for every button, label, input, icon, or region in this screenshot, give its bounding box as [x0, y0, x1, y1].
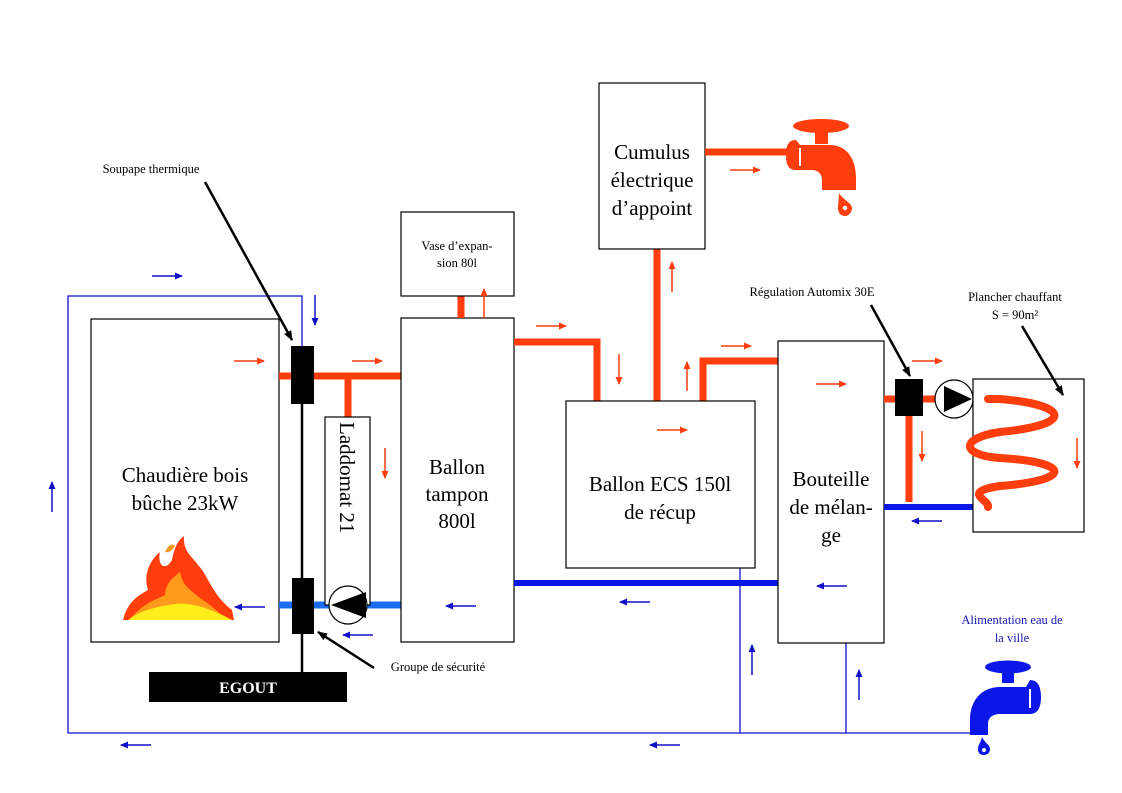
- buffer-tank-label-line3: 800l: [438, 509, 476, 533]
- electric-heater-label-line1: Cumulus: [614, 140, 690, 164]
- laddomat: Laddomat 21: [324, 416, 371, 625]
- expansion-vessel-label-line1: Vase d’expan-: [421, 239, 492, 253]
- mixing-bottle-label-line1: Bouteille: [793, 467, 870, 491]
- drain-box: [149, 672, 347, 702]
- thermal-valve-label: Soupape thermique: [103, 162, 200, 176]
- electric-heater-label-line2: électrique: [611, 168, 694, 192]
- drain: EGOUT: [149, 672, 347, 702]
- mixing-bottle-label-line3: ge: [821, 523, 841, 547]
- buffer-to-dhw-pipe: [514, 338, 601, 401]
- cold-water-tap-icon: [970, 660, 1041, 755]
- thermal-valve-pointer: [203, 181, 294, 341]
- dhw-to-mixing-pipe: [699, 357, 778, 401]
- city-water-label-line1: Alimentation eau de: [961, 613, 1063, 627]
- electric-heater: Cumulus électrique d’appoint: [598, 82, 706, 250]
- floor-heating-coil: [966, 395, 1059, 511]
- buffer-tank-label-line1: Ballon: [429, 455, 485, 479]
- dhw-tank-box: [565, 400, 756, 569]
- laddomat-label: Laddomat 21: [335, 422, 359, 533]
- safety-group-label: Groupe de sécurité: [391, 660, 486, 674]
- dhw-tank-label-line2: de récup: [624, 500, 696, 524]
- annotation-pointers: [203, 181, 1065, 670]
- expansion-vessel-label-line2: sion 80l: [437, 256, 477, 270]
- boiler: Chaudière bois bûche 23kW: [90, 318, 280, 643]
- dhw-tank-label-line1: Ballon ECS 150l: [589, 472, 732, 496]
- regulation-label: Régulation Automix 30E: [750, 285, 875, 299]
- thermal-valve: [291, 346, 314, 404]
- city-water-label-line2: la ville: [995, 631, 1030, 645]
- mixing-bottle-label-line2: de mélan-: [789, 495, 872, 519]
- floor-heating-label-line2: S = 90m²: [992, 308, 1038, 322]
- floor-heating-pointer: [1020, 325, 1065, 396]
- buffer-tank-box: [400, 317, 515, 643]
- laddomat-box: [324, 416, 371, 606]
- cold-supply-loop-line: [67, 295, 975, 734]
- floor-pump-icon: [934, 379, 974, 419]
- expansion-vessel-box: [400, 211, 515, 297]
- mixing-bottle: Bouteille de mélan- ge: [777, 340, 885, 644]
- buffer-tank: Ballon tampon 800l: [400, 317, 515, 643]
- electric-heater-box: [598, 82, 706, 250]
- safety-group: [292, 578, 314, 634]
- boiler-label-line2: bûche 23kW: [132, 491, 239, 515]
- hot-water-tap-icon: [786, 119, 856, 216]
- flame-icon: [123, 536, 234, 620]
- cold-water-network: [67, 295, 975, 734]
- boiler-label-line1: Chaudière bois: [122, 463, 249, 487]
- hot-flow-arrows: [234, 166, 1081, 479]
- expansion-vessel: Vase d’expan- sion 80l: [400, 211, 515, 318]
- mixing-bottle-box: [777, 340, 885, 644]
- drain-label: EGOUT: [219, 680, 277, 697]
- buffer-tank-label-line2: tampon: [426, 482, 489, 506]
- floor-heating-label-line1: Plancher chauffant: [968, 290, 1062, 304]
- safety-group-pointer: [317, 630, 375, 670]
- floor-heating: [966, 378, 1085, 533]
- laddomat-pump-icon: [328, 585, 368, 625]
- cold-flow-arrows: [48, 272, 942, 749]
- automix-valve: [895, 379, 923, 416]
- regulation-pointer: [869, 304, 912, 377]
- electric-heater-label-line3: d’appoint: [612, 196, 693, 220]
- dhw-tank: Ballon ECS 150l de récup: [565, 400, 756, 569]
